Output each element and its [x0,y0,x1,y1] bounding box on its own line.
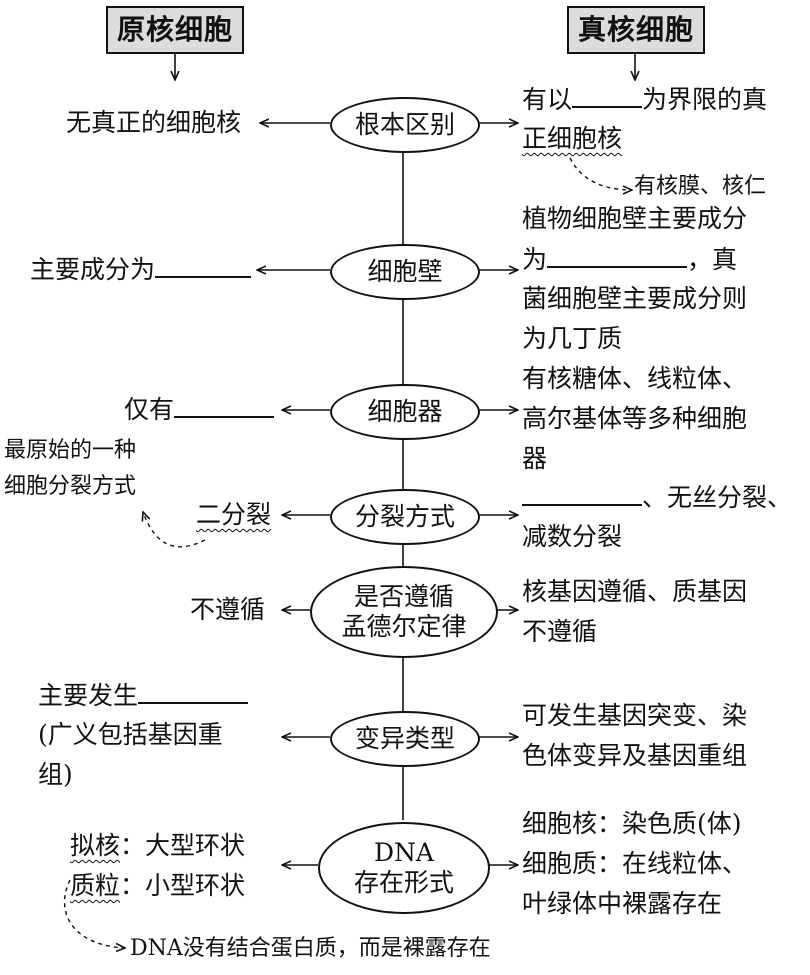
dna-note-arrow [63,879,125,948]
left-row4-note-line2: 细胞分裂方式 [4,474,137,499]
left-row6-line2: (广义包括基因重 [38,720,223,749]
right-row2-line3: 菌细胞壁主要成分则 [522,284,748,313]
left-row3-text: 仅有 [124,395,175,424]
right-row7-line3: 叶绿体中裸露存在 [522,889,723,918]
node-variation-type: 变异类型 [330,711,480,767]
right-row6-line1: 可发生基因突变、染 [522,701,748,730]
right-row1-line2: 正细胞核 [522,124,623,153]
node-label: 细胞壁 [367,257,443,286]
right-row3-line1: 有核糖体、线粒体、 [522,364,748,393]
left-row3: 仅有 [124,390,275,429]
left-row7-line1: 拟核：大型环状 [70,827,245,865]
node-division-mode: 分裂方式 [330,489,480,545]
answer-blank [572,80,643,108]
left-row6-text: 主要发生 [38,681,139,710]
right-row5-line1: 核基因遵循、质基因 [522,577,748,606]
answer-blank [138,676,249,704]
answer-blank [522,478,642,506]
right-row1-note: 有核膜、核仁 [634,174,767,199]
right-row7-line2: 细胞质：在线粒体、 [522,849,748,878]
node-label-line2: 存在形式 [353,868,454,897]
left-row2: 主要成分为 [30,250,252,289]
left-row1-text: 无真正的细胞核 [66,108,242,137]
right-row2-a: 为 [522,245,548,274]
node-fundamental-difference: 根本区别 [330,97,480,153]
node-label-line2: 孟德尔定律 [341,612,467,641]
left-row5-text: 不遵循 [190,595,266,624]
right-row1-line1: 有以 为界限的真 [522,80,767,119]
left-row4-note-line1: 最原始的一种 [4,438,137,463]
node-label-line1: 是否遵循 [353,582,454,611]
left-row7-line2: 质粒：小型环状 [70,867,245,905]
prokaryote-header: 原核细胞 [106,6,244,54]
right-row3-line3: 器 [522,444,548,473]
right-row2-line2: 为 ，真 [522,240,737,279]
nucleus-note-arrow [569,157,632,190]
answer-blank [155,250,252,278]
left-row6-line1: 主要发生 [38,676,249,715]
plasmid-desc: ：小型环状 [120,871,246,900]
left-row2-text: 主要成分为 [30,255,156,284]
nucleoid-term: 拟核 [70,831,121,860]
right-row1-a: 有以 [522,85,573,114]
right-row5-line2: 不遵循 [522,617,598,646]
answer-blank [547,240,688,268]
node-label: 变异类型 [354,724,455,753]
right-row7-line1: 细胞核：染色质(体) [522,809,742,838]
right-row2-line1: 植物细胞壁主要成分 [522,204,748,233]
right-row4-b: 、无丝分裂、 [642,483,793,512]
left-row4-text: 二分裂 [196,500,272,529]
right-row3-line2: 高尔基体等多种细胞 [522,404,748,433]
right-row1-b: 为界限的真 [642,85,768,114]
nucleoid-desc: ：大型环状 [120,831,246,860]
fission-note-arrow [143,512,206,548]
right-row6-line2: 色体变异及基因重组 [522,741,748,770]
node-organelles: 细胞器 [330,384,480,440]
answer-blank [174,390,275,418]
right-row2-line4: 为几丁质 [522,324,623,353]
right-row4-line1: 、无丝分裂、 [522,478,792,517]
eukaryote-header: 真核细胞 [567,6,705,54]
node-mendel-laws: 是否遵循孟德尔定律 [310,566,498,658]
bottom-dna-note: DNA没有结合蛋白质，而是裸露存在 [130,936,491,961]
right-row4-line2: 减数分裂 [522,522,623,551]
node-label: 分裂方式 [354,502,455,531]
node-cell-wall: 细胞壁 [330,244,480,300]
node-label: 根本区别 [354,110,455,139]
left-row6-line3: 组) [38,760,73,789]
plasmid-term: 质粒 [70,871,121,900]
right-row2-b: ，真 [687,245,738,274]
node-label: 细胞器 [367,397,443,426]
node-label-line1: DNA [374,838,434,867]
